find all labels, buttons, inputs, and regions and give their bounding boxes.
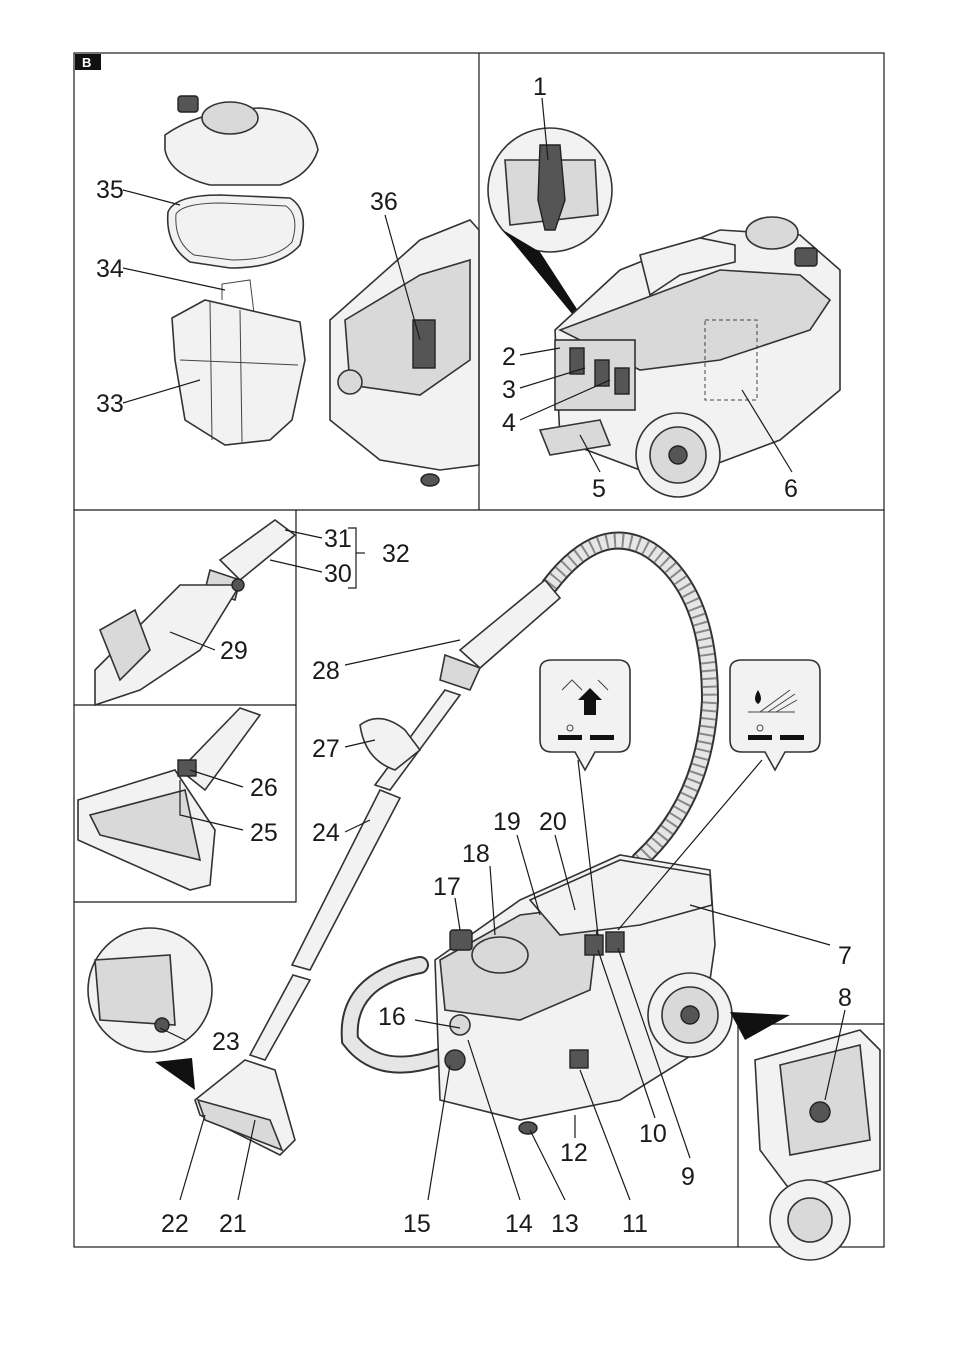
hose-connector-5 <box>538 419 612 456</box>
main-assembly-view <box>87 531 881 1261</box>
callout-2: 2 <box>502 343 516 371</box>
badge-label: B <box>82 55 91 70</box>
callout-19: 19 <box>493 808 521 836</box>
hand-nozzle-27 <box>359 717 422 771</box>
callout-7: 7 <box>838 942 852 970</box>
callout-6: 6 <box>784 475 798 503</box>
callout-1: 1 <box>533 73 547 101</box>
callout-34: 34 <box>96 255 124 283</box>
callout-25: 25 <box>250 819 278 847</box>
callout-33: 33 <box>96 390 124 418</box>
type-plate-6 <box>704 319 758 401</box>
switch-10 <box>584 934 604 956</box>
machine-overview-panel <box>487 127 841 498</box>
callout-24: 24 <box>312 819 340 847</box>
filter-cartridge <box>412 319 436 369</box>
insert-33 <box>171 299 306 446</box>
callout-8: 8 <box>838 984 852 1012</box>
caster-13 <box>518 1121 538 1135</box>
callout-27: 27 <box>312 735 340 763</box>
hose-end-31 <box>218 519 297 582</box>
seal-35 <box>166 194 305 269</box>
handle-29 <box>94 584 242 707</box>
callout-4: 4 <box>502 409 516 437</box>
callout-32: 32 <box>382 540 410 568</box>
callout-21: 21 <box>219 1210 247 1238</box>
callout-16: 16 <box>378 1003 406 1031</box>
nozzle-lip-22 <box>196 1098 284 1152</box>
carry-handle <box>639 237 736 297</box>
floor-nozzle-panel <box>77 707 262 891</box>
callout-numbers: 1 2 3 4 5 6 7 8 9 10 11 12 13 14 15 16 1… <box>96 73 852 1238</box>
connector-16 <box>449 1014 471 1036</box>
coupling-15 <box>444 1049 466 1071</box>
tank-cap <box>745 216 799 250</box>
filter-8 <box>809 1101 831 1123</box>
callout-20: 20 <box>539 808 567 836</box>
callout-15: 15 <box>403 1210 431 1238</box>
section-badge: B <box>75 54 101 70</box>
callout-28: 28 <box>312 657 340 685</box>
callout-31: 31 <box>324 525 352 553</box>
filter-34 <box>221 279 257 331</box>
hose-handle-28 <box>458 578 562 670</box>
callout-11: 11 <box>622 1210 648 1238</box>
callout-18: 18 <box>462 840 490 868</box>
callout-9: 9 <box>681 1163 695 1191</box>
callout-17: 17 <box>433 873 461 901</box>
callout-29: 29 <box>220 637 248 665</box>
tank-parts-panel <box>164 95 480 487</box>
callout-35: 35 <box>96 176 124 204</box>
callout-30: 30 <box>324 560 352 588</box>
suction-icon <box>539 659 631 772</box>
callout-5: 5 <box>592 475 606 503</box>
hand-nozzle-panel <box>94 519 297 707</box>
storage-11 <box>569 1049 589 1069</box>
callout-22: 22 <box>161 1210 189 1238</box>
nozzle-tube <box>178 707 262 792</box>
screw-23 <box>154 1017 170 1033</box>
callout-3: 3 <box>502 376 516 404</box>
tank-cover-18 <box>471 936 529 974</box>
cap-17 <box>449 929 473 951</box>
callout-26: 26 <box>250 774 278 802</box>
callout-36: 36 <box>370 188 398 216</box>
release-button-26 <box>177 759 197 777</box>
lid-cap <box>177 95 199 113</box>
leader-lines <box>122 97 846 1201</box>
spray-icon <box>729 659 821 772</box>
trigger <box>98 608 151 682</box>
callout-23: 23 <box>212 1028 240 1056</box>
callout-10: 10 <box>639 1120 667 1148</box>
tube-lower <box>248 974 312 1061</box>
switch-9 <box>605 931 625 953</box>
suction-tube-24 <box>290 788 402 971</box>
fresh-water-tank-7 <box>528 859 713 936</box>
callout-13: 13 <box>551 1210 579 1238</box>
callout-12: 12 <box>560 1139 588 1167</box>
callout-14: 14 <box>505 1210 533 1238</box>
valve-1 <box>537 144 566 231</box>
